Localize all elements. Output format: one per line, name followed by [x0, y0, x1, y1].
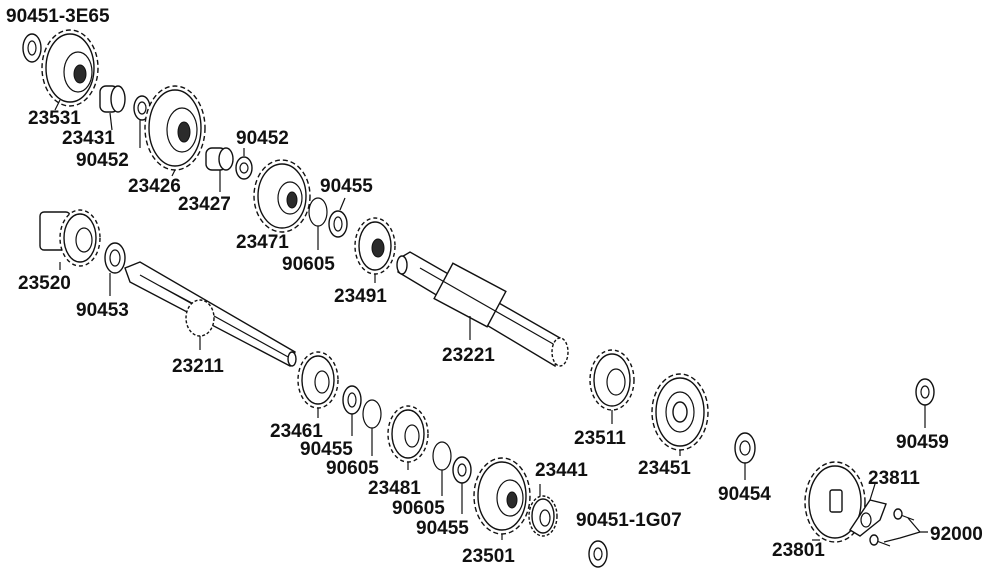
leader-lines: [54, 99, 928, 543]
label-23221: 23221: [442, 345, 495, 366]
label-90455-mid: 90455: [300, 439, 353, 460]
label-23511: 23511: [574, 428, 626, 449]
label-23431: 23431: [62, 128, 115, 149]
label-23211: 23211: [172, 356, 224, 377]
washer-90459: [915, 378, 935, 406]
shaft-23211: [124, 261, 297, 367]
label-90451-1G07: 90451-1G07: [576, 510, 682, 531]
label-23471: 23471: [236, 232, 289, 253]
gear-23531: [41, 29, 99, 107]
label-23451: 23451: [638, 458, 691, 479]
label-90455-lower: 90455: [416, 518, 469, 539]
gear-23461: [297, 351, 339, 409]
label-23491: 23491: [334, 286, 387, 307]
label-90605-lower: 90605: [392, 498, 445, 519]
gear-23441: [528, 495, 558, 537]
circlip-90605-lower: [432, 441, 452, 471]
washer-90455-mid: [342, 385, 362, 415]
label-90452-b: 90452: [236, 128, 289, 149]
gear-23426: [144, 85, 206, 171]
label-90451-3E65: 90451-3E65: [6, 6, 110, 27]
washer-90455-upper: [328, 210, 348, 238]
label-23441: 23441: [535, 460, 588, 481]
gear-23471: [253, 159, 311, 233]
washer-90455-lower: [452, 456, 472, 484]
label-23801: 23801: [772, 540, 825, 561]
gear-23481: [387, 405, 429, 463]
bushing-23427: [205, 147, 234, 171]
circlip-90605-upper: [308, 197, 328, 227]
gear-23511: [589, 349, 635, 411]
label-90459: 90459: [896, 432, 949, 453]
label-92000: 92000: [930, 524, 983, 545]
label-23461: 23461: [270, 421, 323, 442]
label-23501: 23501: [462, 546, 515, 567]
sprocket-23801: [804, 461, 866, 543]
washer-90454: [734, 432, 756, 464]
shaft-23221: [396, 251, 569, 368]
bolts-92000: [869, 508, 915, 547]
washer-90452-b: [235, 156, 253, 180]
gear-23491: [354, 217, 396, 275]
bushing-23431: [99, 85, 126, 113]
label-90453: 90453: [76, 300, 129, 321]
washer-90451-1G07: [588, 540, 608, 568]
gear-23501: [473, 457, 531, 535]
label-90605-upper: 90605: [282, 254, 335, 275]
label-90454: 90454: [718, 484, 771, 505]
label-90452-a: 90452: [76, 150, 129, 171]
washer-90451-3E65: [22, 33, 42, 63]
label-23427: 23427: [178, 194, 231, 215]
label-23481: 23481: [368, 478, 421, 499]
circlip-90605-mid: [362, 399, 382, 429]
washer-90452-a: [133, 95, 151, 121]
label-90605-mid: 90605: [326, 458, 379, 479]
label-23531: 23531: [28, 108, 81, 129]
washer-90453: [104, 242, 126, 274]
gear-23451: [651, 373, 709, 451]
gear-23520: [39, 209, 101, 267]
retainer-plate-23811: [849, 499, 887, 537]
label-90455-upper: 90455: [320, 176, 373, 197]
label-23520: 23520: [18, 273, 71, 294]
label-23811: 23811: [868, 468, 920, 489]
label-23426: 23426: [128, 176, 181, 197]
part-labels: 90451-3E65 23531 23431 90452 23426 90452…: [6, 6, 983, 567]
